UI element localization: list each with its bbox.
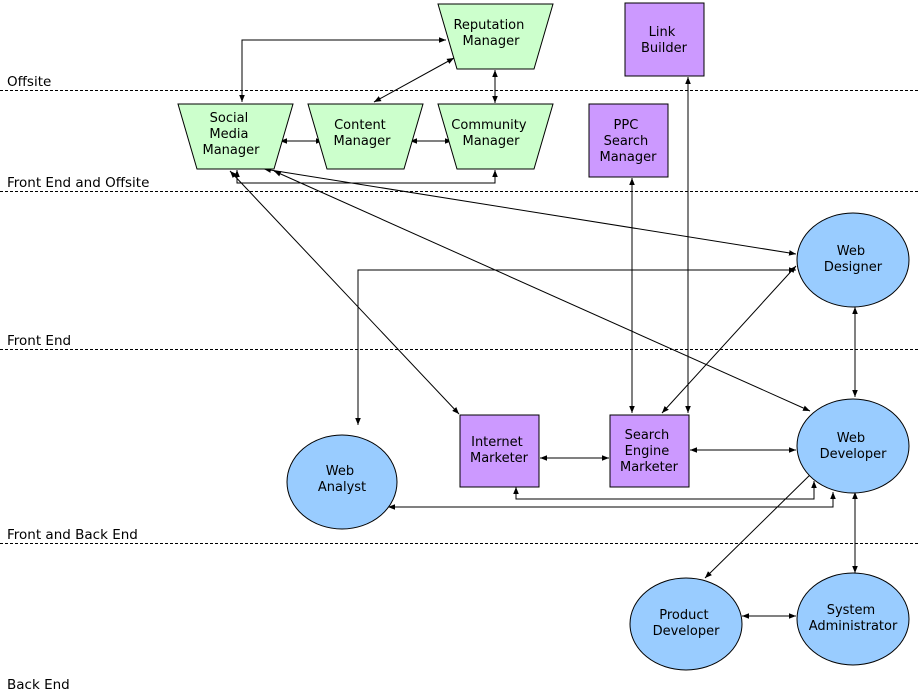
node-system-administrator: System Administrator	[796, 572, 910, 666]
reputation-manager-label: Reputation Manager	[453, 18, 528, 49]
ppc-search-manager-shape	[588, 103, 669, 178]
node-web-designer: Web Designer	[796, 212, 910, 308]
link-builder-shape	[624, 2, 705, 77]
product-developer-shape	[629, 577, 743, 671]
edge-social-media-to-internet-marketer	[229, 170, 460, 415]
node-web-analyst: Web Analyst	[286, 434, 398, 530]
web-designer-label: Web Designer	[824, 244, 883, 275]
node-link-builder: Link Builder	[624, 2, 705, 77]
zone-label-front-end-and-offsite: Front End and Offsite	[7, 175, 149, 191]
edge-web-developer-to-product-developer	[704, 468, 817, 579]
edge-web-designer-to-search-engine-marketer	[661, 265, 797, 414]
community-manager-label: Community Manager	[451, 118, 530, 149]
zone-label-back-end: Back End	[7, 677, 70, 693]
web-analyst-shape	[286, 434, 398, 530]
web-developer-shape	[796, 398, 910, 494]
social-media-manager-shape	[177, 103, 294, 170]
edge-social-media-to-web-developer	[273, 170, 811, 412]
link-builder-label: Link Builder	[641, 25, 688, 56]
reputation-manager-shape	[437, 3, 554, 70]
web-analyst-label: Web Analyst	[318, 464, 366, 495]
zone-label-offsite: Offsite	[7, 74, 51, 90]
zone-labels: Offsite Front End and Offsite Front End …	[7, 74, 149, 693]
search-engine-marketer-shape	[609, 414, 690, 488]
node-community-manager: Community Manager	[437, 103, 554, 170]
edge-content-to-reputation	[373, 57, 455, 103]
edge-social-media-to-reputation	[239, 37, 446, 102]
content-manager-label: Content Manager	[334, 118, 392, 149]
edge-web-designer-to-web-analyst	[355, 267, 796, 425]
system-administrator-label: System Administrator	[809, 603, 898, 634]
web-developer-label: Web Developer	[820, 431, 888, 462]
node-social-media-manager: Social Media Manager	[177, 103, 294, 170]
social-media-manager-label: Social Media Manager	[203, 111, 261, 158]
edge-social-media-to-web-designer	[263, 167, 797, 256]
connectors	[229, 37, 858, 619]
system-administrator-shape	[796, 572, 910, 666]
zone-label-front-end: Front End	[7, 333, 71, 349]
node-search-engine-marketer: Search Engine Marketer	[609, 414, 690, 488]
node-content-manager: Content Manager	[307, 103, 424, 170]
community-manager-shape	[437, 103, 554, 170]
product-developer-label: Product Developer	[653, 608, 721, 639]
search-engine-marketer-label: Search Engine Marketer	[620, 428, 679, 475]
node-internet-marketer: Internet Marketer	[459, 414, 540, 488]
zone-label-front-and-back-end: Front and Back End	[7, 527, 138, 543]
ppc-search-manager-label: PPC Search Manager	[600, 118, 658, 165]
edge-web-developer-to-web-analyst	[388, 492, 836, 510]
node-ppc-search-manager: PPC Search Manager	[588, 103, 669, 178]
internet-marketer-shape	[459, 414, 540, 488]
web-designer-shape	[796, 212, 910, 308]
content-manager-shape	[307, 103, 424, 170]
node-product-developer: Product Developer	[629, 577, 743, 671]
node-web-developer: Web Developer	[796, 398, 910, 494]
node-reputation-manager: Reputation Manager	[437, 3, 554, 70]
internet-marketer-label: Internet Marketer	[470, 435, 529, 466]
